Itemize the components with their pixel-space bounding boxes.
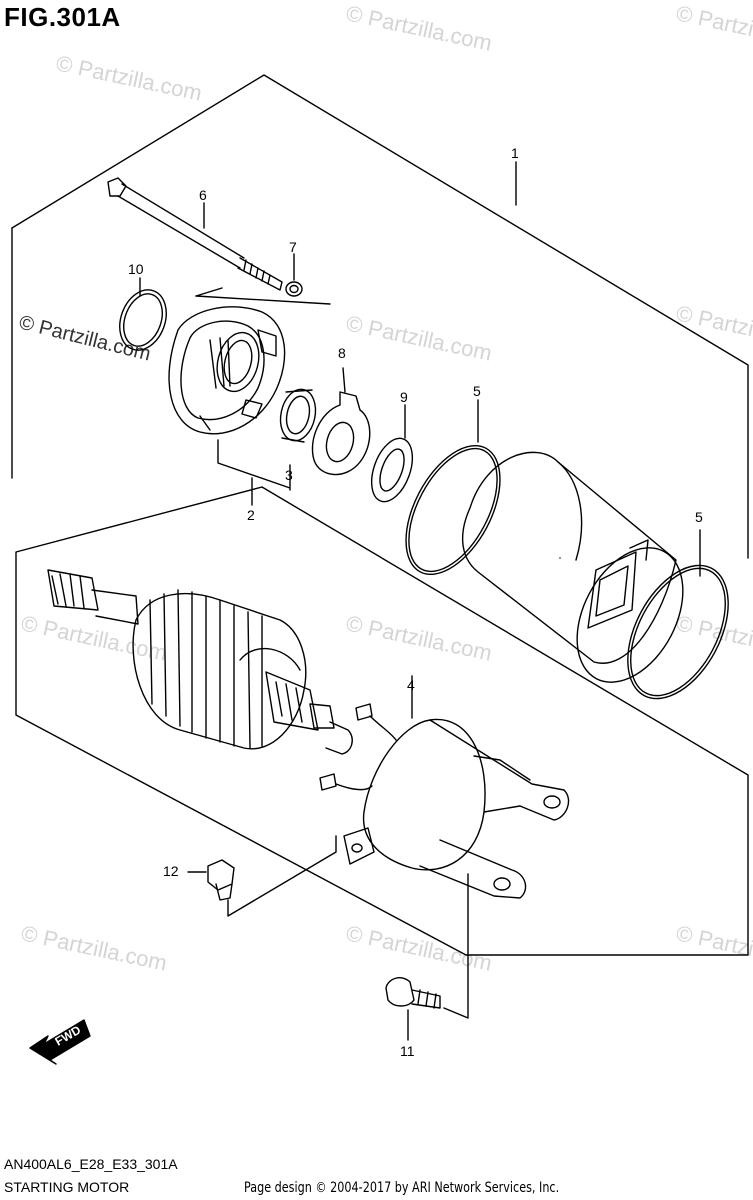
watermark: © Partzilla.com (54, 50, 204, 105)
callout-labels: 1 6 7 10 8 9 5 3 2 5 4 12 11 (128, 145, 703, 1059)
o-ring-10 (119, 289, 167, 351)
brush-end-cover-4 (343, 675, 570, 899)
watermark: © Partzilla.com (674, 920, 753, 975)
callout-11: 11 (400, 1043, 415, 1059)
callout-5a: 5 (473, 383, 481, 399)
yoke-case (461, 451, 684, 683)
fwd-arrow-icon (29, 1019, 91, 1065)
watermark-dark: © Partzilla.com (17, 312, 153, 366)
figure-name: STARTING MOTOR (4, 1179, 130, 1195)
bolt-12 (187, 835, 337, 917)
watermark-layer: © Partzilla.com © Partzilla.com © Partzi… (19, 0, 753, 975)
leader-2-3 (217, 439, 291, 491)
callout-7: 7 (289, 239, 297, 255)
callout-5b: 5 (695, 509, 703, 525)
figure-code: AN400AL6_E28_E33_301A (4, 1156, 178, 1172)
watermark: © Partzilla.com (344, 920, 494, 975)
watermark: © Partzilla.com (674, 610, 753, 665)
watermark: © Partzilla.com (344, 610, 494, 665)
bolt-11 (385, 873, 469, 1041)
callout-12: 12 (163, 863, 179, 879)
callout-2: 2 (247, 507, 255, 523)
end-housing-2 (168, 287, 331, 435)
washer-9 (370, 404, 414, 503)
oil-seal-3 (279, 388, 317, 443)
through-bolt (107, 177, 283, 291)
lock-plate-8 (311, 367, 371, 476)
figure-title: FIG.301A (4, 2, 121, 32)
watermark: © Partzilla.com (674, 0, 753, 55)
callout-8: 8 (338, 345, 346, 361)
assembly-outline (11, 74, 749, 559)
callout-1: 1 (511, 145, 519, 161)
armature-frame (15, 486, 749, 956)
callout-3: 3 (285, 467, 293, 483)
washer-7 (285, 281, 303, 297)
callout-9: 9 (400, 389, 408, 405)
callout-10: 10 (128, 261, 144, 277)
callout-6: 6 (199, 187, 207, 203)
watermark: © Partzilla.com (19, 610, 169, 665)
watermark: © Partzilla.com (344, 310, 494, 365)
watermark: © Partzilla.com (19, 920, 169, 975)
copyright-credit: Page design © 2004-2017 by ARI Network S… (244, 1180, 560, 1196)
o-ring-5-upper (405, 399, 501, 576)
armature (47, 569, 353, 755)
o-ring-5-lower (627, 529, 729, 700)
brush-leads (319, 703, 397, 791)
callout-4: 4 (407, 677, 415, 693)
watermark: © Partzilla.com (344, 0, 494, 55)
